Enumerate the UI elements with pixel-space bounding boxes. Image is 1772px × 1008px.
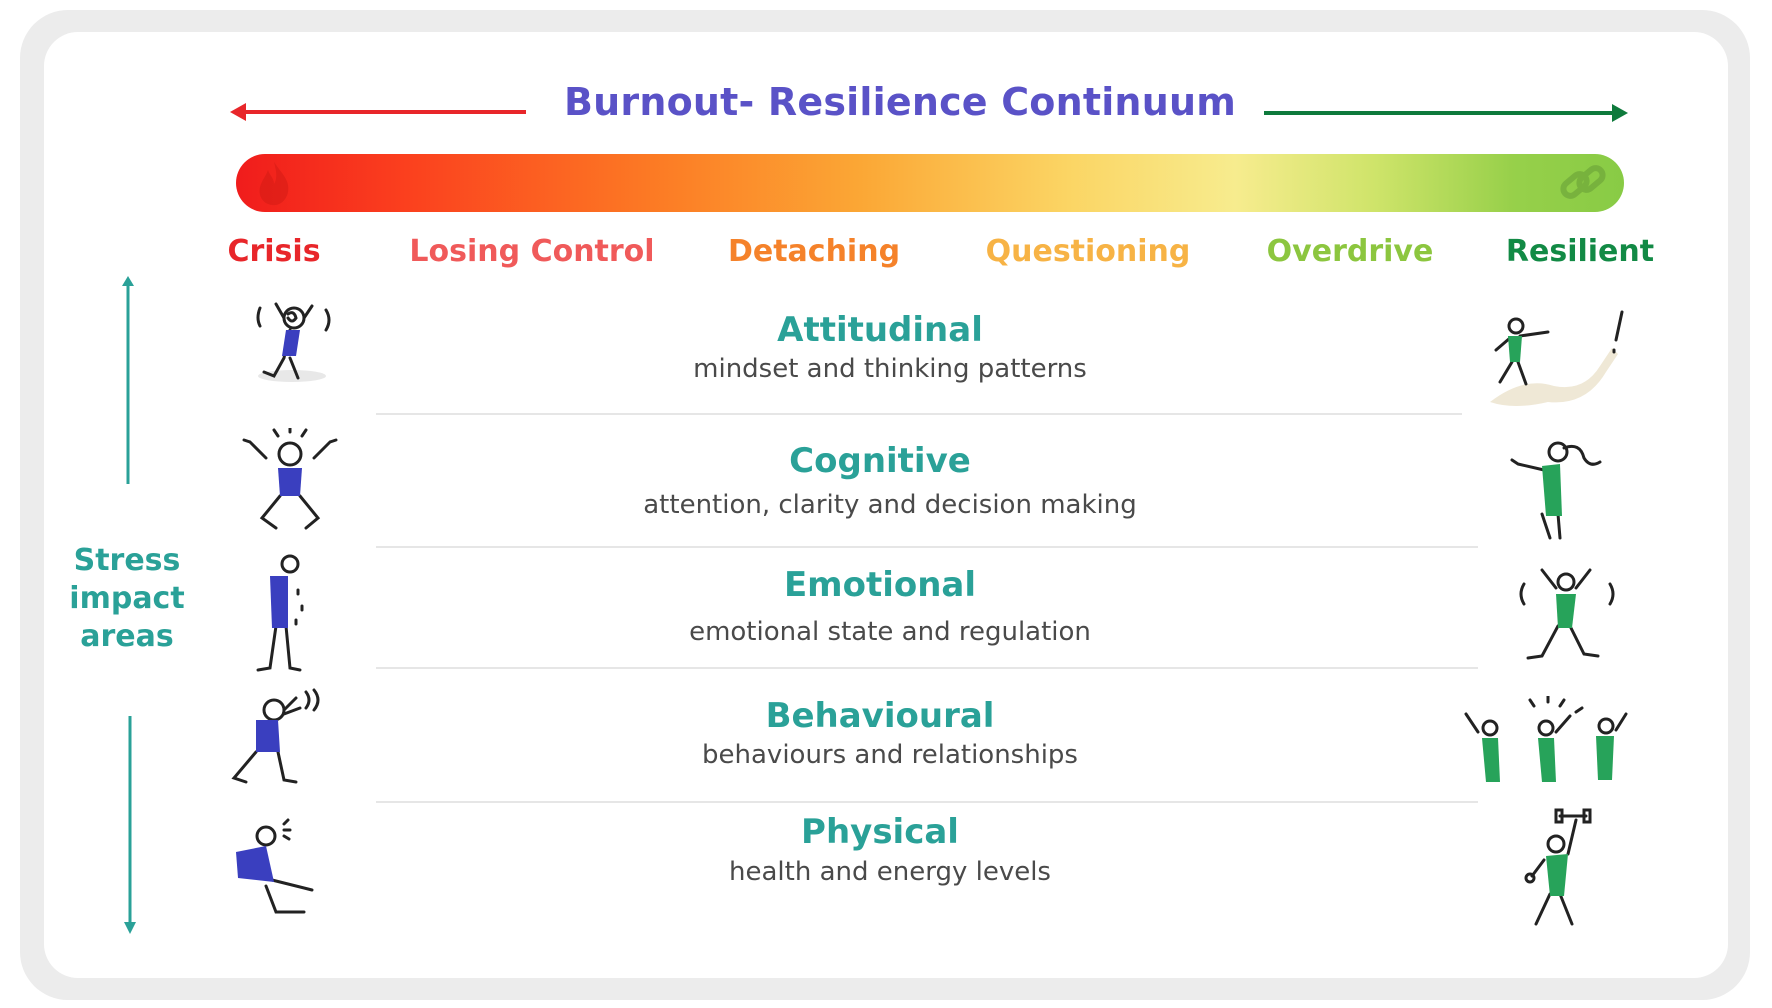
weightlifting-figure-icon	[1524, 808, 1592, 926]
crying-figure-icon	[256, 554, 304, 672]
area-desc-cognitive: attention, clarity and decision making	[643, 490, 1137, 520]
stage-label-detaching: Detaching	[727, 234, 901, 269]
row-divider	[376, 801, 1478, 803]
cowering-figure-icon	[231, 688, 320, 784]
row-divider	[376, 413, 1462, 415]
stage-label-overdrive: Overdrive	[1266, 234, 1434, 269]
continuum-bar	[236, 154, 1624, 212]
stage-label-losing-control: Losing Control	[409, 234, 655, 269]
area-title-attitudinal: Attitudinal	[777, 310, 983, 350]
area-desc-behavioural: behaviours and relationships	[702, 740, 1078, 770]
down-arrow	[124, 716, 136, 934]
area-title-physical: Physical	[801, 812, 959, 852]
area-desc-physical: health and energy levels	[729, 857, 1051, 887]
stage-label-crisis: Crisis	[227, 234, 321, 269]
stage-label-resilient: Resilient	[1505, 234, 1655, 269]
pointing-path-figure-icon	[1490, 310, 1624, 406]
shouting-figure-icon	[242, 428, 338, 530]
area-desc-emotional: emotional state and regulation	[689, 617, 1091, 647]
confused-figure-icon	[256, 302, 331, 382]
exhausted-figure-icon	[236, 818, 314, 914]
idea-figure-icon	[1510, 441, 1602, 540]
area-title-emotional: Emotional	[783, 565, 977, 605]
side-label-line-2: impact	[69, 581, 185, 616]
up-arrow	[122, 276, 134, 484]
right-arrow	[1264, 104, 1628, 122]
dancing-figure-icon	[1519, 568, 1615, 660]
left-arrow	[230, 103, 526, 121]
row-divider	[376, 546, 1478, 548]
area-title-cognitive: Cognitive	[789, 441, 971, 481]
area-title-behavioural: Behavioural	[765, 696, 995, 736]
page-title: Burnout- Resilience Continuum	[563, 80, 1236, 124]
stress-impact-areas-label: Stress impact areas	[62, 542, 192, 656]
area-desc-attitudinal: mindset and thinking patterns	[693, 354, 1087, 384]
side-label-line-1: Stress	[73, 543, 181, 578]
celebrating-group-icon	[1464, 696, 1628, 782]
row-divider	[376, 667, 1478, 669]
stage-label-questioning: Questioning	[985, 234, 1191, 269]
side-label-line-3: areas	[80, 619, 174, 654]
flame-icon	[259, 162, 289, 206]
chain-link-icon	[1560, 165, 1606, 199]
